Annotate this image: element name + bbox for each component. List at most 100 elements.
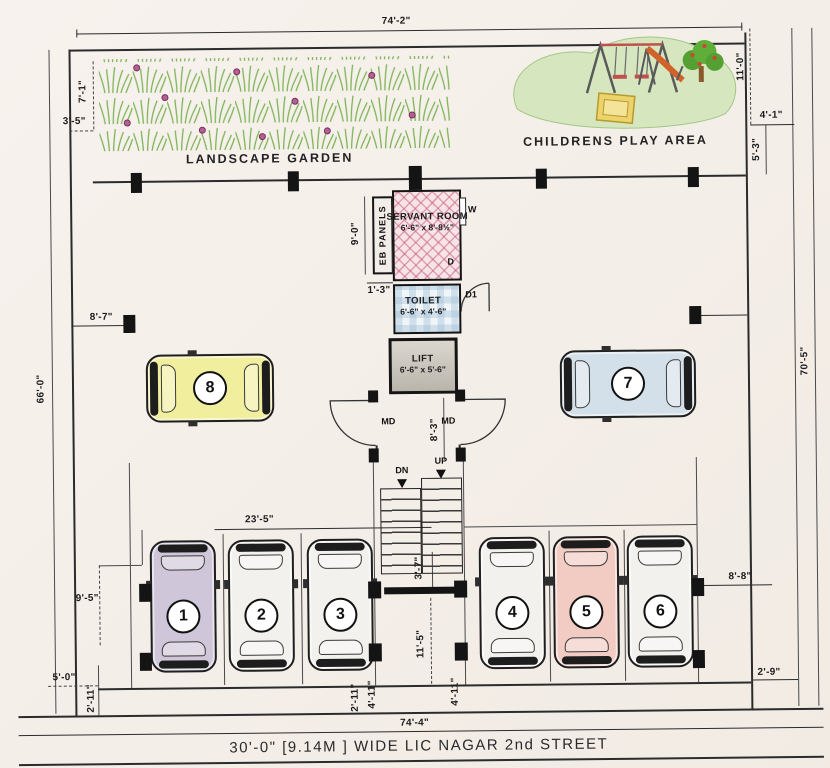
- dim-stair-landing: 3'-7": [413, 556, 425, 580]
- column: [130, 172, 142, 193]
- dim-right-total: 70'-5": [799, 346, 811, 376]
- car-5: 5: [549, 535, 624, 669]
- toilet-door-arc: [460, 282, 490, 312]
- swing-icon: [585, 39, 679, 94]
- car-number: 4: [495, 596, 530, 631]
- car-number: 5: [569, 595, 604, 630]
- dim-play-side: 5'-3": [750, 137, 763, 162]
- main-door-left-arc: [329, 399, 376, 447]
- car-8: 8: [145, 350, 275, 427]
- stair-beam: [384, 586, 457, 595]
- dim-left-bay: 8'-7": [89, 311, 113, 323]
- dim-bottom-width: 74'-4": [400, 717, 430, 729]
- dim-right-bay: 8'-8": [728, 570, 752, 583]
- car-windshield: [564, 636, 609, 653]
- car-windshield: [638, 636, 683, 652]
- toilet-label: TOILET 6'-6" x 4'-6": [400, 295, 446, 316]
- car-2: 2: [224, 539, 299, 672]
- dim-drive-right: 4'-11": [449, 677, 461, 706]
- car-windshield: [239, 640, 284, 656]
- car-bumper: [563, 357, 573, 412]
- dim-garden-depth: 7'-1": [77, 79, 89, 104]
- car-mirror: [293, 579, 299, 589]
- car-bumper: [149, 361, 159, 416]
- toilet-size: 6'-6" x 4'-6": [400, 306, 447, 317]
- dim-left-gate: 2'-11": [85, 684, 97, 713]
- dim-play-inset: 4'-1": [759, 109, 783, 121]
- car-number: 8: [192, 370, 228, 406]
- car-bumper: [158, 660, 209, 669]
- column: [689, 305, 702, 325]
- lift-label: LIFT 6'-6" x 5'-6": [400, 353, 446, 374]
- car-roof: [157, 544, 208, 553]
- car-windshield: [574, 360, 591, 409]
- main-door-left-label: MD: [381, 416, 396, 427]
- car-windshield: [665, 359, 682, 408]
- car-windshield: [563, 550, 608, 567]
- car-1: 1: [146, 540, 221, 673]
- dn-arrow-icon: [396, 479, 408, 489]
- column: [454, 580, 468, 598]
- dim-drive-left-b: 4'-11": [366, 680, 378, 709]
- childrens-play-area-label: CHILDRENS PLAY AREA: [522, 132, 708, 149]
- car-roof: [261, 360, 271, 415]
- car-bumper: [236, 659, 287, 668]
- car-windshield: [318, 639, 363, 656]
- servant-room-name: SERVANT ROOM: [386, 210, 469, 223]
- car-number: 6: [643, 594, 678, 629]
- car-windshield: [161, 641, 206, 657]
- car-roof: [235, 543, 286, 552]
- car-number: 3: [323, 597, 358, 633]
- slide-icon: [637, 46, 685, 85]
- dim-lobby-depth: 8'-3": [428, 418, 441, 442]
- car-bumper: [315, 658, 366, 668]
- column: [454, 642, 468, 661]
- column: [687, 167, 699, 188]
- car-mirror: [475, 577, 481, 587]
- lift-size: 6'-6" x 5'-6": [399, 364, 446, 375]
- dim-right-setback: 2'-9": [757, 666, 781, 678]
- grass-icon: [98, 55, 452, 152]
- car-mirror: [215, 580, 221, 590]
- dim-left-total: 66'-0": [35, 374, 47, 404]
- car-mirror: [601, 345, 611, 352]
- dim-top-width: 74'-2": [381, 15, 411, 27]
- servant-room-label: SERVANT ROOM 6'-6" x 8'-8½": [386, 211, 468, 233]
- stair-flight-up: [420, 477, 463, 574]
- car-roof: [560, 539, 611, 549]
- dim-eb-depth: 9'-0": [349, 222, 362, 246]
- column: [123, 314, 136, 334]
- car-windshield: [490, 637, 535, 654]
- car-roof: [683, 356, 693, 411]
- column: [287, 171, 299, 192]
- column: [368, 448, 379, 463]
- car-roof: [486, 540, 537, 550]
- car-mirror: [549, 576, 555, 586]
- main-door-right-label: MD: [441, 415, 456, 426]
- servant-room-size: 6'-6" x 8'-8½": [400, 222, 455, 233]
- column: [368, 643, 382, 662]
- car-mirror: [187, 350, 197, 356]
- up-arrow-icon: [435, 469, 446, 479]
- dim-eb-width: 1'-3": [367, 284, 391, 296]
- column: [455, 389, 466, 402]
- car-6: 6: [623, 535, 698, 668]
- column: [368, 390, 379, 403]
- car-number: 7: [610, 366, 646, 401]
- car-windshield: [243, 363, 260, 412]
- column: [139, 652, 152, 671]
- car-roof: [314, 542, 365, 552]
- main-door-right-arc: [460, 398, 506, 446]
- landscape-garden-label: LANDSCAPE GARDEN: [185, 150, 354, 167]
- dim-left-drive: 9'-5": [75, 592, 99, 605]
- car-3: 3: [303, 538, 378, 672]
- car-mirror: [188, 421, 198, 427]
- lift-name: LIFT: [411, 353, 434, 365]
- car-mirror: [224, 579, 230, 590]
- car-mirror: [303, 579, 309, 589]
- car-mirror: [602, 416, 612, 423]
- car-number: 1: [166, 599, 201, 634]
- stairs-dn-label: DN: [395, 465, 409, 476]
- car-windshield: [160, 364, 177, 413]
